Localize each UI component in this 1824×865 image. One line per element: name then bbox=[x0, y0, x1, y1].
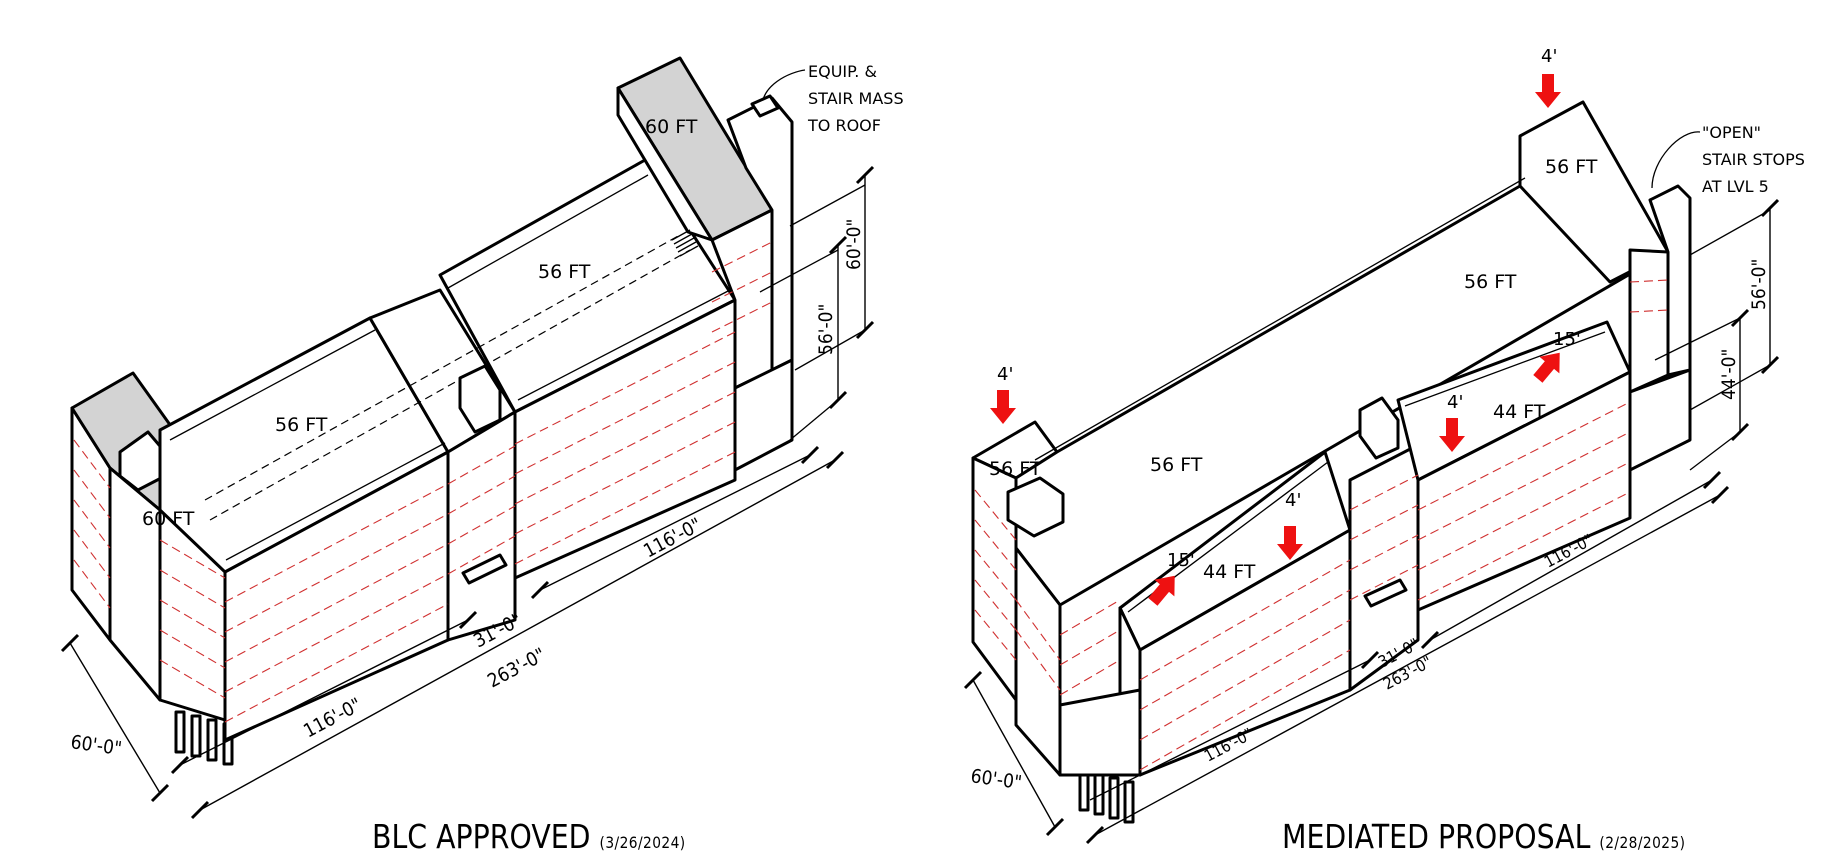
entry-canopy-right bbox=[1363, 578, 1408, 608]
left-dim-height-56: 56'-0" bbox=[815, 304, 837, 355]
arrow-top-right bbox=[1535, 74, 1561, 108]
left-note-line-2: STAIR MASS bbox=[808, 89, 904, 108]
right-title: MEDIATED PROPOSAL (2/28/2025) bbox=[1282, 817, 1685, 856]
arrow-label-front-right-down: 4' bbox=[1447, 392, 1463, 413]
right-dim-height-44: 44'-0" bbox=[1718, 349, 1740, 400]
arrow-label-front-right-up: 15' bbox=[1553, 329, 1581, 350]
arrow-label-corner-left: 4' bbox=[997, 364, 1013, 385]
corner-roof-box bbox=[1006, 476, 1065, 538]
connector-front bbox=[446, 410, 517, 642]
right-dim-depth: 60'-0" bbox=[969, 765, 1023, 794]
right-piers bbox=[1078, 768, 1135, 824]
left-floor-lines bbox=[73, 241, 773, 723]
arrow-corner-left bbox=[990, 390, 1016, 424]
mediated-proposal-model bbox=[963, 100, 1780, 845]
right-end-base bbox=[733, 358, 794, 472]
left-title: BLC APPROVED (3/26/2024) bbox=[372, 817, 686, 856]
right-end-face bbox=[1628, 248, 1670, 394]
right-main-front bbox=[513, 298, 737, 580]
connector-roof-box bbox=[1358, 396, 1400, 460]
blc-approved-model bbox=[60, 56, 875, 820]
left-dimensions bbox=[60, 165, 875, 820]
entry-canopy bbox=[461, 553, 508, 585]
arrow-label-front-left-down: 4' bbox=[1285, 490, 1301, 511]
right-note-line-1: "OPEN" bbox=[1702, 123, 1761, 142]
right-dimensions bbox=[963, 198, 1780, 845]
left-note-line-1: EQUIP. & bbox=[808, 62, 877, 81]
main-right-label-56: 56 FT bbox=[1464, 271, 1517, 293]
right-roof-label-56: 56 FT bbox=[538, 261, 591, 283]
leader-box bbox=[750, 94, 780, 118]
left-dim-length-b: 116'-0" bbox=[640, 514, 705, 563]
left-title-main: BLC APPROVED bbox=[372, 817, 591, 856]
right-note-line-2: STAIR STOPS bbox=[1702, 150, 1805, 169]
right-wing-edge bbox=[616, 86, 714, 242]
left-wing-label-60: 60 FT bbox=[142, 508, 195, 530]
left-wing-face bbox=[108, 466, 162, 702]
front-right-44-face bbox=[1416, 370, 1632, 612]
main-left-label-56: 56 FT bbox=[1150, 454, 1203, 476]
left-base bbox=[1058, 688, 1142, 777]
right-note-leader bbox=[1651, 131, 1701, 189]
left-roof-label-56: 56 FT bbox=[275, 414, 328, 436]
right-note-line-3: AT LVL 5 bbox=[1702, 177, 1769, 196]
left-dim-height-60: 60'-0" bbox=[843, 219, 865, 270]
left-title-date: (3/26/2024) bbox=[599, 833, 686, 852]
left-dim-total: 263'-0" bbox=[484, 644, 549, 693]
corner-right-label-56: 56 FT bbox=[1545, 156, 1598, 178]
corner-label-56: 56 FT bbox=[989, 458, 1042, 480]
right-dim-height-56: 56'-0" bbox=[1748, 259, 1770, 310]
arrow-label-top-right: 4' bbox=[1541, 46, 1557, 67]
arrow-label-front-left-up: 15' bbox=[1167, 550, 1195, 571]
left-piers bbox=[174, 710, 234, 766]
right-end-base bbox=[1628, 368, 1692, 472]
right-title-main: MEDIATED PROPOSAL bbox=[1282, 817, 1591, 856]
right-title-date: (2/28/2025) bbox=[1599, 833, 1686, 852]
left-note-line-3: TO ROOF bbox=[807, 116, 881, 135]
right-floor-lines bbox=[974, 279, 1669, 771]
right-wing-label-60: 60 FT bbox=[645, 116, 698, 138]
front-right-label-44: 44 FT bbox=[1493, 401, 1546, 423]
front-left-label-44: 44 FT bbox=[1203, 561, 1256, 583]
left-dim-depth: 60'-0" bbox=[69, 731, 123, 760]
connector-box bbox=[458, 364, 502, 434]
